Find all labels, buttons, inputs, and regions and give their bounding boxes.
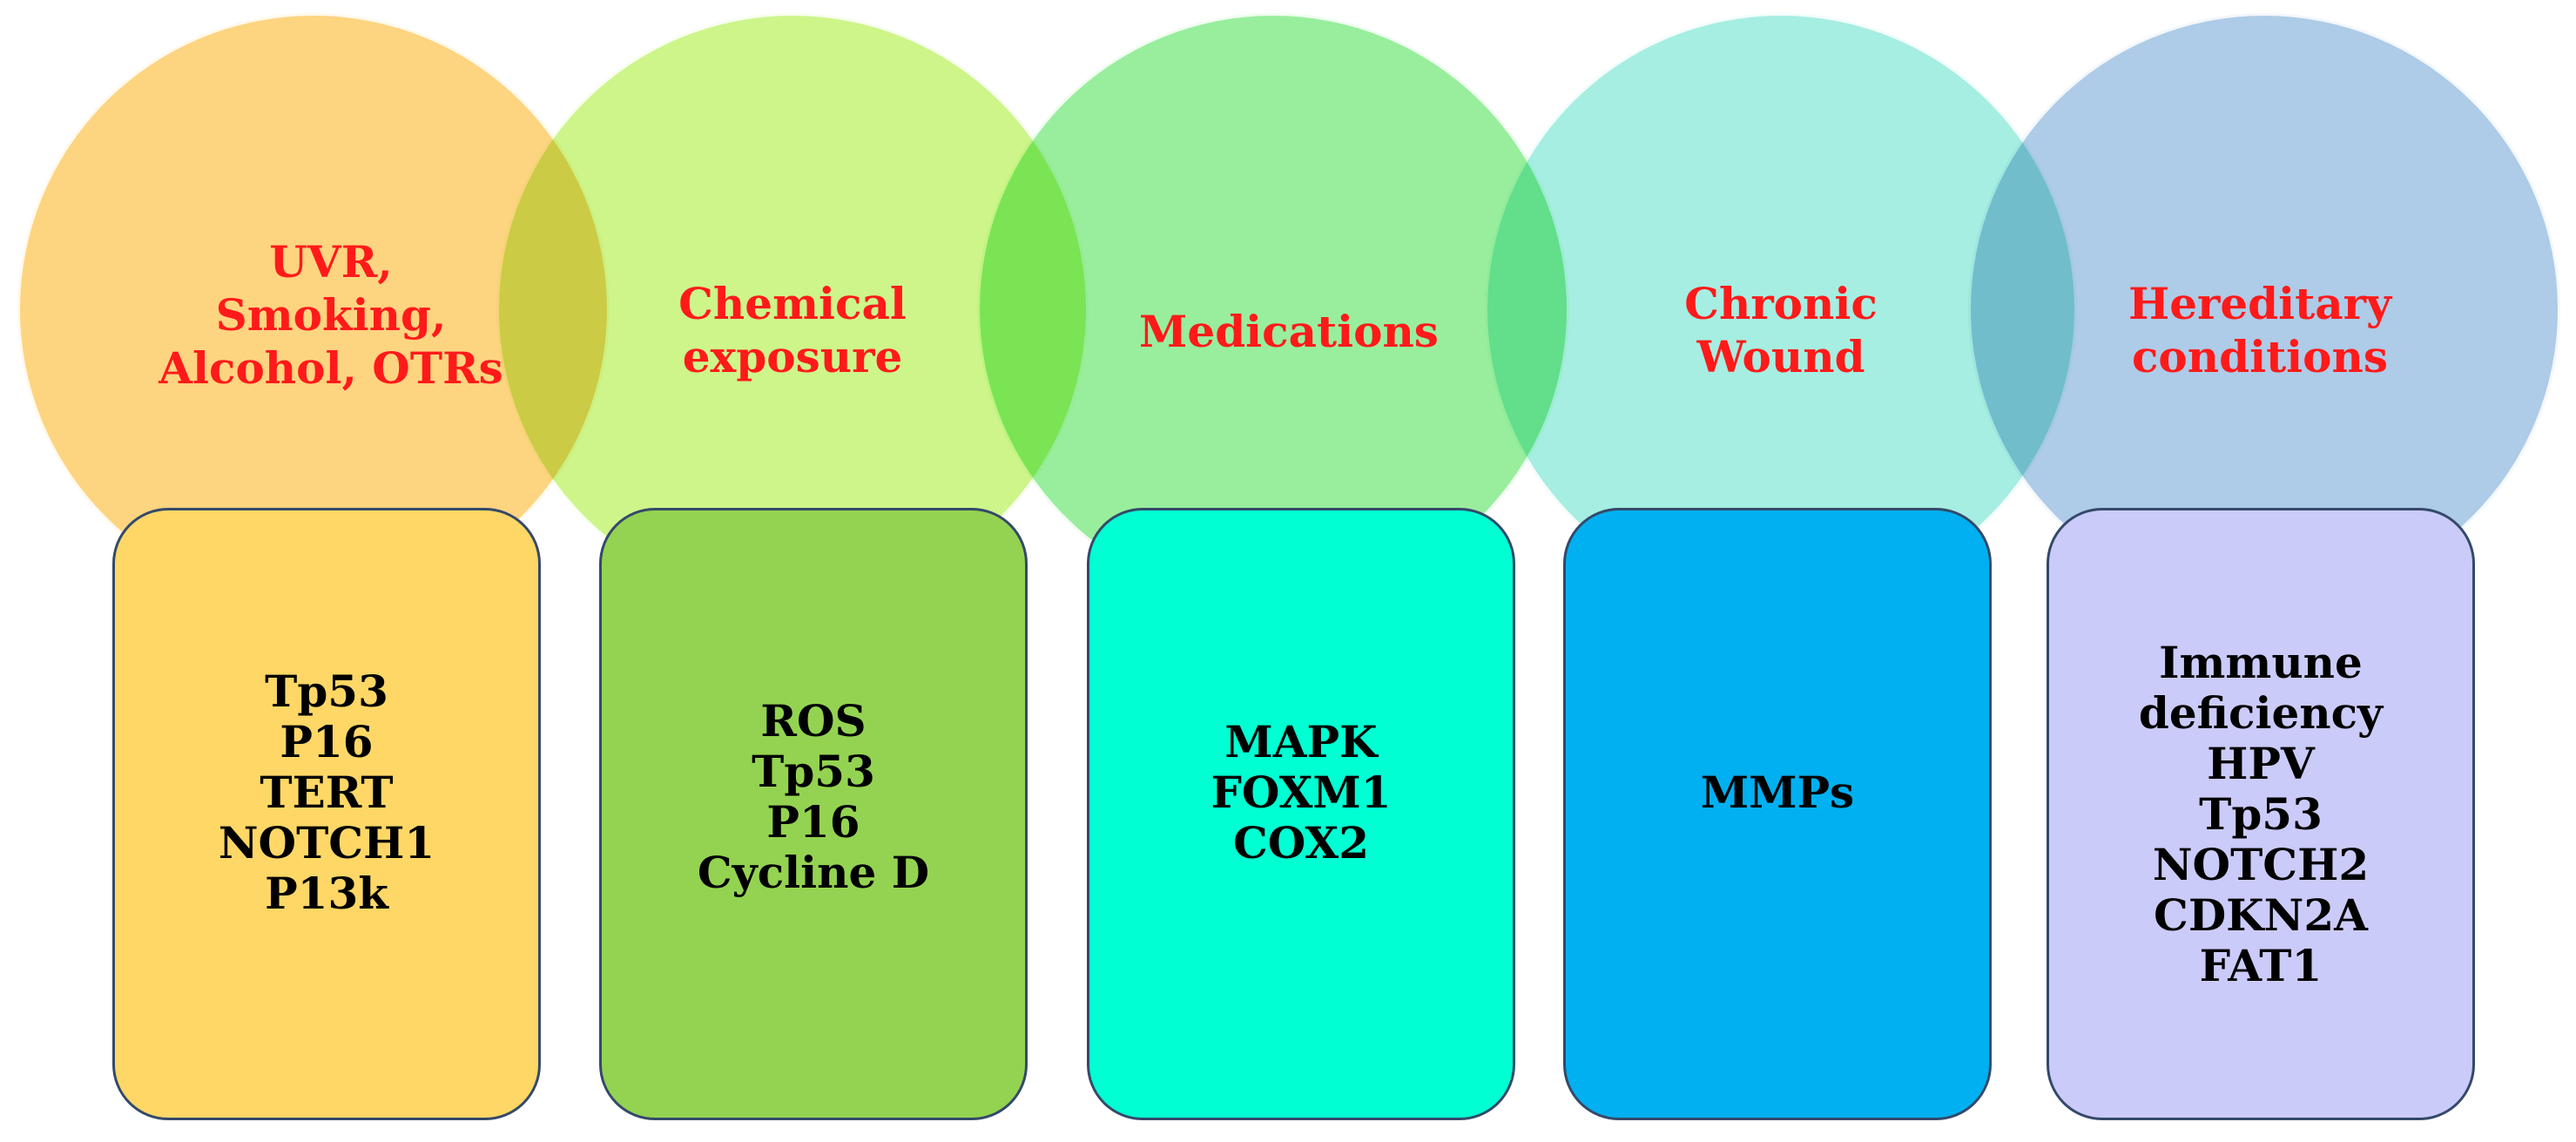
gene-item: P16 xyxy=(766,795,860,848)
factor-label-chronic-wound: Chronic Wound xyxy=(1537,277,2025,383)
factor-line: Alcohol, OTRs xyxy=(158,342,503,394)
gene-item: MMPs xyxy=(1700,766,1855,818)
gene-box-hereditary: Immune deficiency HPV Tp53 NOTCH2 CDKN2A… xyxy=(2047,508,2475,1120)
gene-item: FOXM1 xyxy=(1210,766,1392,818)
factor-line: exposure xyxy=(682,331,903,382)
gene-item: NOTCH1 xyxy=(218,816,435,868)
factor-label-chemical: Chemical exposure xyxy=(549,277,1036,383)
gene-item: P13k xyxy=(265,867,388,919)
gene-item: deficiency xyxy=(2138,686,2384,739)
factor-label-hereditary: Hereditary conditions xyxy=(2016,277,2504,383)
gene-item: ROS xyxy=(760,694,867,747)
factor-line: Chemical xyxy=(678,278,907,329)
factor-line: Hereditary xyxy=(2128,278,2392,329)
factor-line: Chronic xyxy=(1684,278,1878,329)
gene-item: HPV xyxy=(2207,737,2315,789)
gene-item: CDKN2A xyxy=(2154,889,2368,941)
gene-item: Tp53 xyxy=(2199,787,2323,840)
gene-item: Immune xyxy=(2159,636,2363,688)
factor-line: conditions xyxy=(2131,331,2389,382)
gene-item: Tp53 xyxy=(265,665,388,717)
factor-line: Medications xyxy=(1139,306,1439,357)
gene-item: NOTCH2 xyxy=(2152,838,2370,890)
factor-label-medications: Medications xyxy=(1045,305,1533,358)
gene-box-medications: MAPK FOXM1 COX2 xyxy=(1087,508,1515,1120)
factor-line: Wound xyxy=(1696,331,1865,382)
factor-line: UVR, xyxy=(269,236,393,287)
factor-circle-hereditary xyxy=(1968,13,2560,605)
gene-box-chemical: ROS Tp53 P16 Cycline D xyxy=(599,508,1028,1120)
factor-line: Smoking, xyxy=(215,289,447,341)
gene-box-uvr: Tp53 P16 TERT NOTCH1 P13k xyxy=(112,508,541,1120)
factor-label-uvr: UVR, Smoking, Alcohol, OTRs xyxy=(87,235,575,395)
gene-item: Tp53 xyxy=(752,745,875,797)
gene-item: Cycline D xyxy=(697,846,930,898)
gene-item: COX2 xyxy=(1232,816,1370,868)
gene-item: MAPK xyxy=(1224,715,1378,767)
gene-item: FAT1 xyxy=(2199,939,2323,991)
gene-item: TERT xyxy=(260,766,394,818)
gene-item: P16 xyxy=(280,715,374,767)
gene-box-chronic-wound: MMPs xyxy=(1563,508,1992,1120)
